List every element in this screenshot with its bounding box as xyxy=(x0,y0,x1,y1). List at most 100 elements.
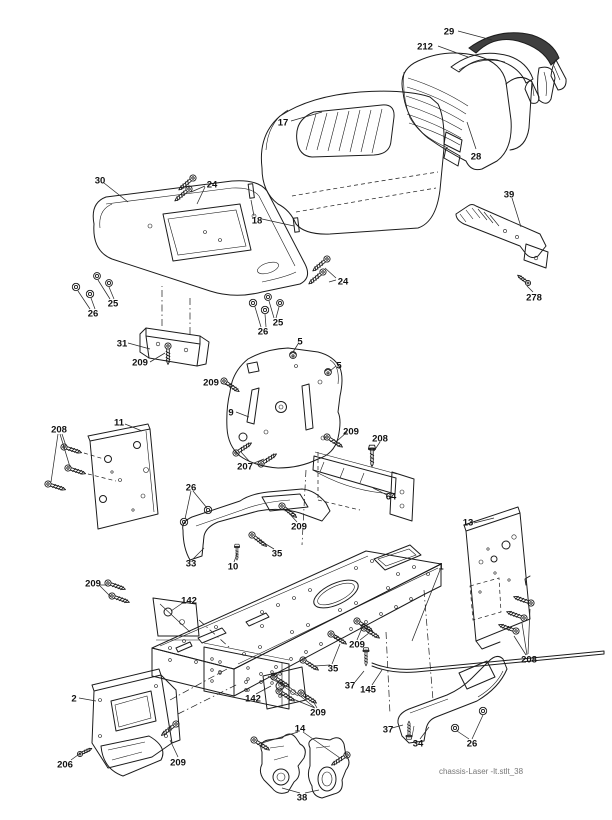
part-label-26: 26 xyxy=(88,309,99,320)
part-label-34: 34 xyxy=(413,739,424,750)
part-label-11: 11 xyxy=(114,418,125,429)
nut-26 xyxy=(203,505,213,515)
part-label-28: 28 xyxy=(471,152,482,163)
nut-26 xyxy=(179,517,189,527)
part-label-37: 37 xyxy=(345,681,356,692)
part-label-38: 38 xyxy=(297,793,308,804)
nut-26 xyxy=(71,282,81,292)
screw-209 xyxy=(107,591,131,606)
part-label-208: 208 xyxy=(51,425,67,436)
part-label-35: 35 xyxy=(272,549,283,560)
side-plate-11 xyxy=(83,423,159,530)
part-label-142: 142 xyxy=(245,694,261,705)
part-label-24: 24 xyxy=(207,180,218,191)
part-label-29: 29 xyxy=(444,27,455,38)
nut-26 xyxy=(478,706,488,716)
screw-207 xyxy=(231,439,254,458)
part-label-208: 208 xyxy=(372,434,388,445)
nut-26 xyxy=(450,723,460,733)
gusset-142-upper xyxy=(152,597,231,649)
part-label-25: 25 xyxy=(273,318,284,329)
part-label-209: 209 xyxy=(85,579,101,590)
axle-support-2 xyxy=(91,668,239,777)
part-label-209: 209 xyxy=(349,640,365,651)
part-label-39: 39 xyxy=(504,190,515,201)
leader-lines xyxy=(50,30,534,794)
bracket-39 xyxy=(455,204,549,269)
screw-24 xyxy=(310,254,332,274)
dash-panel-9 xyxy=(226,347,343,546)
part-label-207: 207 xyxy=(237,462,253,473)
chassis-cover-30 xyxy=(92,180,309,296)
footrest-34 xyxy=(397,655,508,744)
gusset-142-lower xyxy=(262,666,307,710)
part-label-9: 9 xyxy=(228,408,233,419)
grille-28 xyxy=(401,52,556,171)
part-label-209: 209 xyxy=(170,758,186,769)
part-label-206: 206 xyxy=(57,760,73,771)
part-label-24: 24 xyxy=(338,277,349,288)
part-label-64: 64 xyxy=(386,492,397,503)
chassis-frame-1 xyxy=(151,544,442,715)
screw-209 xyxy=(103,578,127,593)
screw-207 xyxy=(256,450,279,469)
hood-pins-18 xyxy=(247,183,300,233)
part-label-209: 209 xyxy=(310,708,326,719)
capnut-5 xyxy=(289,351,297,359)
part-label-18: 18 xyxy=(252,216,263,227)
part-label-31: 31 xyxy=(117,339,128,350)
screw-209 xyxy=(322,432,345,451)
bolt-10 xyxy=(233,543,241,561)
nut-26 xyxy=(248,298,258,308)
screw-208 xyxy=(63,463,88,478)
screw-24 xyxy=(176,173,198,193)
bracket-64 xyxy=(312,451,415,522)
grille-trim-29 xyxy=(468,32,567,91)
part-label-26: 26 xyxy=(467,739,478,750)
part-label-209: 209 xyxy=(132,358,148,369)
washer-25 xyxy=(93,272,101,280)
washer-25 xyxy=(105,279,113,287)
screw-206 xyxy=(76,745,94,758)
bolt-37 xyxy=(405,720,413,740)
drawing-number: chassis-Laser -lt.stlt_38 xyxy=(439,767,524,776)
part-label-30: 30 xyxy=(95,176,106,187)
screw-35 xyxy=(326,629,349,648)
part-label-208: 208 xyxy=(521,655,537,666)
screw-24 xyxy=(306,267,328,287)
part-label-26: 26 xyxy=(258,327,269,338)
capnut-5 xyxy=(324,368,332,376)
tie-rod-145 xyxy=(371,650,605,673)
part-label-14: 14 xyxy=(295,724,306,735)
part-label-37: 37 xyxy=(383,725,394,736)
screw-208 xyxy=(497,621,521,636)
part-label-5: 5 xyxy=(336,361,342,372)
washer-25 xyxy=(264,293,272,301)
part-label-209: 209 xyxy=(203,378,219,389)
nut-26 xyxy=(85,289,95,299)
bolt-208 xyxy=(367,444,377,467)
part-label-209: 209 xyxy=(343,427,359,438)
part-label-278: 278 xyxy=(526,293,542,304)
screw-208 xyxy=(43,479,68,494)
screw-35 xyxy=(247,530,269,550)
part-label-25: 25 xyxy=(108,299,119,310)
part-label-33: 33 xyxy=(186,559,197,570)
bracket-31 xyxy=(139,286,210,367)
part-label-209: 209 xyxy=(291,522,307,533)
part-label-2: 2 xyxy=(71,694,76,705)
part-label-212: 212 xyxy=(417,42,433,53)
screw-208 xyxy=(512,593,536,608)
screw-209 xyxy=(296,688,319,707)
part-label-13: 13 xyxy=(463,518,474,529)
washer-25 xyxy=(276,299,284,307)
footrest-33 xyxy=(182,488,331,561)
screw-278 xyxy=(515,272,533,288)
side-plate-13 xyxy=(463,506,531,650)
part-label-35: 35 xyxy=(328,664,339,675)
part-label-145: 145 xyxy=(360,685,377,696)
part-label-17: 17 xyxy=(278,118,289,129)
part-label-5: 5 xyxy=(297,337,303,348)
